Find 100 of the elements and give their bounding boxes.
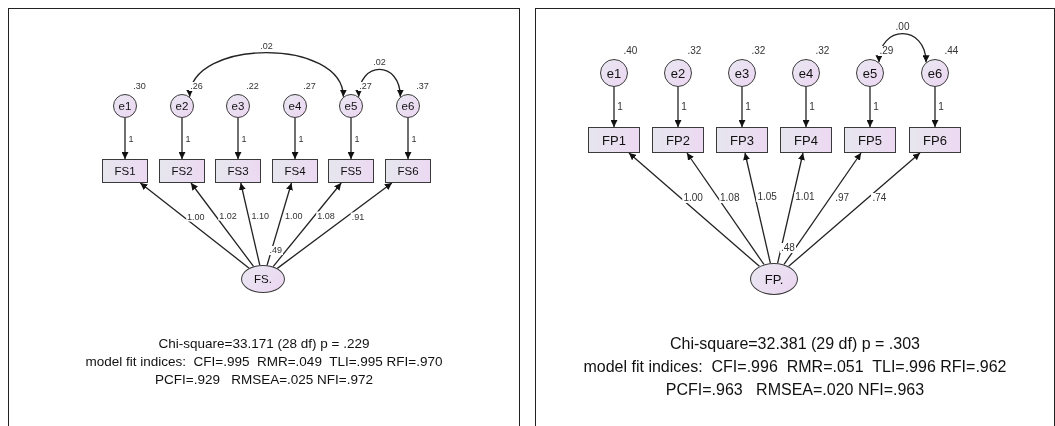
error-term-circle: e5 [856, 59, 884, 87]
edge-label: 1 [808, 102, 816, 112]
edge-label: 1 [127, 134, 135, 143]
edge-label: .91 [350, 212, 366, 222]
observed-variable-box: FS2 [159, 159, 205, 183]
observed-variable-box: FP2 [652, 127, 704, 153]
path-arrow [802, 86, 810, 128]
path-arrow [404, 117, 412, 160]
edge-label: .00 [894, 21, 911, 32]
variance-label: .22 [245, 82, 260, 91]
observed-variable-box: FP6 [909, 127, 961, 153]
variance-label: .30 [132, 82, 147, 91]
fit-statistics-text: Chi-square=32.381 (29 df) p = .303 [670, 334, 920, 354]
edge-label: 1.10 [250, 211, 271, 221]
path-arrow [190, 182, 255, 267]
model-panel [535, 8, 1055, 426]
covariance-arrow [187, 52, 346, 98]
error-term-circle: e6 [921, 59, 949, 87]
path-arrow [266, 182, 293, 266]
edge-label: 1.08 [316, 211, 336, 221]
fit-statistics-text: Chi-square=33.171 (28 df) p = .229 [158, 335, 370, 353]
observed-variable-box: FS1 [102, 159, 148, 183]
error-term-circle: e4 [792, 59, 820, 87]
path-arrow [178, 117, 186, 160]
error-term-circle: e3 [226, 94, 250, 118]
fit-statistics-text: model fit indices: CFI=.996 RMR=.051 TLI=.996 RFI=.962 [583, 357, 1007, 377]
edge-label: 1 [937, 102, 945, 112]
edge-label: 1.00 [682, 193, 704, 204]
path-arrow [866, 86, 874, 128]
edge-label: 1 [616, 102, 624, 112]
edge-label: 1 [240, 134, 248, 143]
observed-variable-box: FP1 [588, 127, 640, 153]
latent-variable-ellipse: FS. [241, 265, 285, 293]
model-panel [8, 8, 520, 426]
variance-label: .49 [268, 246, 283, 255]
edge-label: 1.00 [283, 211, 304, 221]
observed-variable-box: FP4 [780, 127, 832, 153]
edge-label: 1 [680, 102, 688, 112]
edge-label: 1.05 [756, 192, 778, 203]
latent-variable-ellipse: FP. [750, 263, 798, 295]
error-term-circle: e6 [396, 94, 420, 118]
variance-label: .32 [686, 46, 703, 56]
path-arrow [276, 182, 393, 269]
error-term-circle: e3 [728, 59, 756, 87]
path-arrow [272, 182, 342, 268]
edge-label: 1 [353, 134, 361, 143]
observed-variable-box: FS4 [272, 159, 318, 183]
variance-label: .27 [302, 82, 317, 91]
variance-label: .32 [750, 46, 767, 56]
variance-label: .29 [878, 46, 895, 56]
edge-label: 1.08 [719, 192, 741, 203]
variance-label: .26 [189, 82, 204, 91]
edge-label: .02 [259, 41, 274, 51]
error-term-circle: e1 [600, 59, 628, 87]
variance-label: .40 [622, 46, 639, 56]
fit-statistics-text: PCFI=.929 RMSEA=.025 NFI=.972 [155, 371, 373, 389]
path-arrow [238, 182, 261, 266]
edge-label: 1.00 [186, 212, 206, 222]
observed-variable-box: FS6 [385, 159, 431, 183]
edge-label: 1 [872, 102, 880, 112]
fit-statistics-text: model fit indices: CFI=.995 RMR=.049 TLI=.995 RFI=.970 [85, 353, 443, 371]
path-arrow [674, 86, 682, 128]
observed-variable-box: FS3 [215, 159, 261, 183]
edge-label: 1.02 [218, 211, 238, 221]
edge-label: 1 [410, 134, 418, 143]
path-arrow [628, 152, 761, 267]
path-arrow [931, 86, 939, 128]
error-term-circle: e4 [283, 94, 307, 118]
edge-label: .97 [834, 192, 851, 203]
variance-label: .37 [415, 82, 430, 91]
path-arrow [686, 152, 765, 266]
path-arrow [788, 152, 921, 267]
variance-label: .32 [814, 46, 831, 56]
covariance-arrow [355, 68, 404, 98]
variance-label: .27 [358, 82, 373, 91]
variance-label: .48 [780, 243, 796, 253]
covariance-arrow [876, 33, 929, 63]
path-arrow [139, 182, 250, 269]
edge-label: .74 [871, 193, 888, 204]
edge-label: 1 [184, 134, 192, 143]
variance-label: .44 [943, 46, 960, 56]
error-term-circle: e1 [113, 94, 137, 118]
edge-label: 1.01 [794, 192, 816, 203]
path-arrow [738, 86, 746, 128]
path-arrow [347, 117, 355, 160]
path-arrow [121, 117, 129, 160]
path-arrow [777, 152, 805, 264]
error-term-circle: e2 [664, 59, 692, 87]
path-arrow [783, 152, 862, 266]
path-arrow [291, 117, 299, 160]
observed-variable-box: FP3 [716, 127, 768, 153]
observed-variable-box: FP5 [844, 127, 896, 153]
path-arrow [234, 117, 242, 160]
error-term-circle: e5 [339, 94, 363, 118]
observed-variable-box: FS5 [328, 159, 374, 183]
fit-statistics-text: PCFI=.963 RMSEA=.020 NFI=.963 [665, 380, 925, 400]
edge-label: 1 [297, 134, 305, 143]
edge-label: 1 [744, 102, 752, 112]
error-term-circle: e2 [170, 94, 194, 118]
path-arrow [610, 86, 618, 128]
